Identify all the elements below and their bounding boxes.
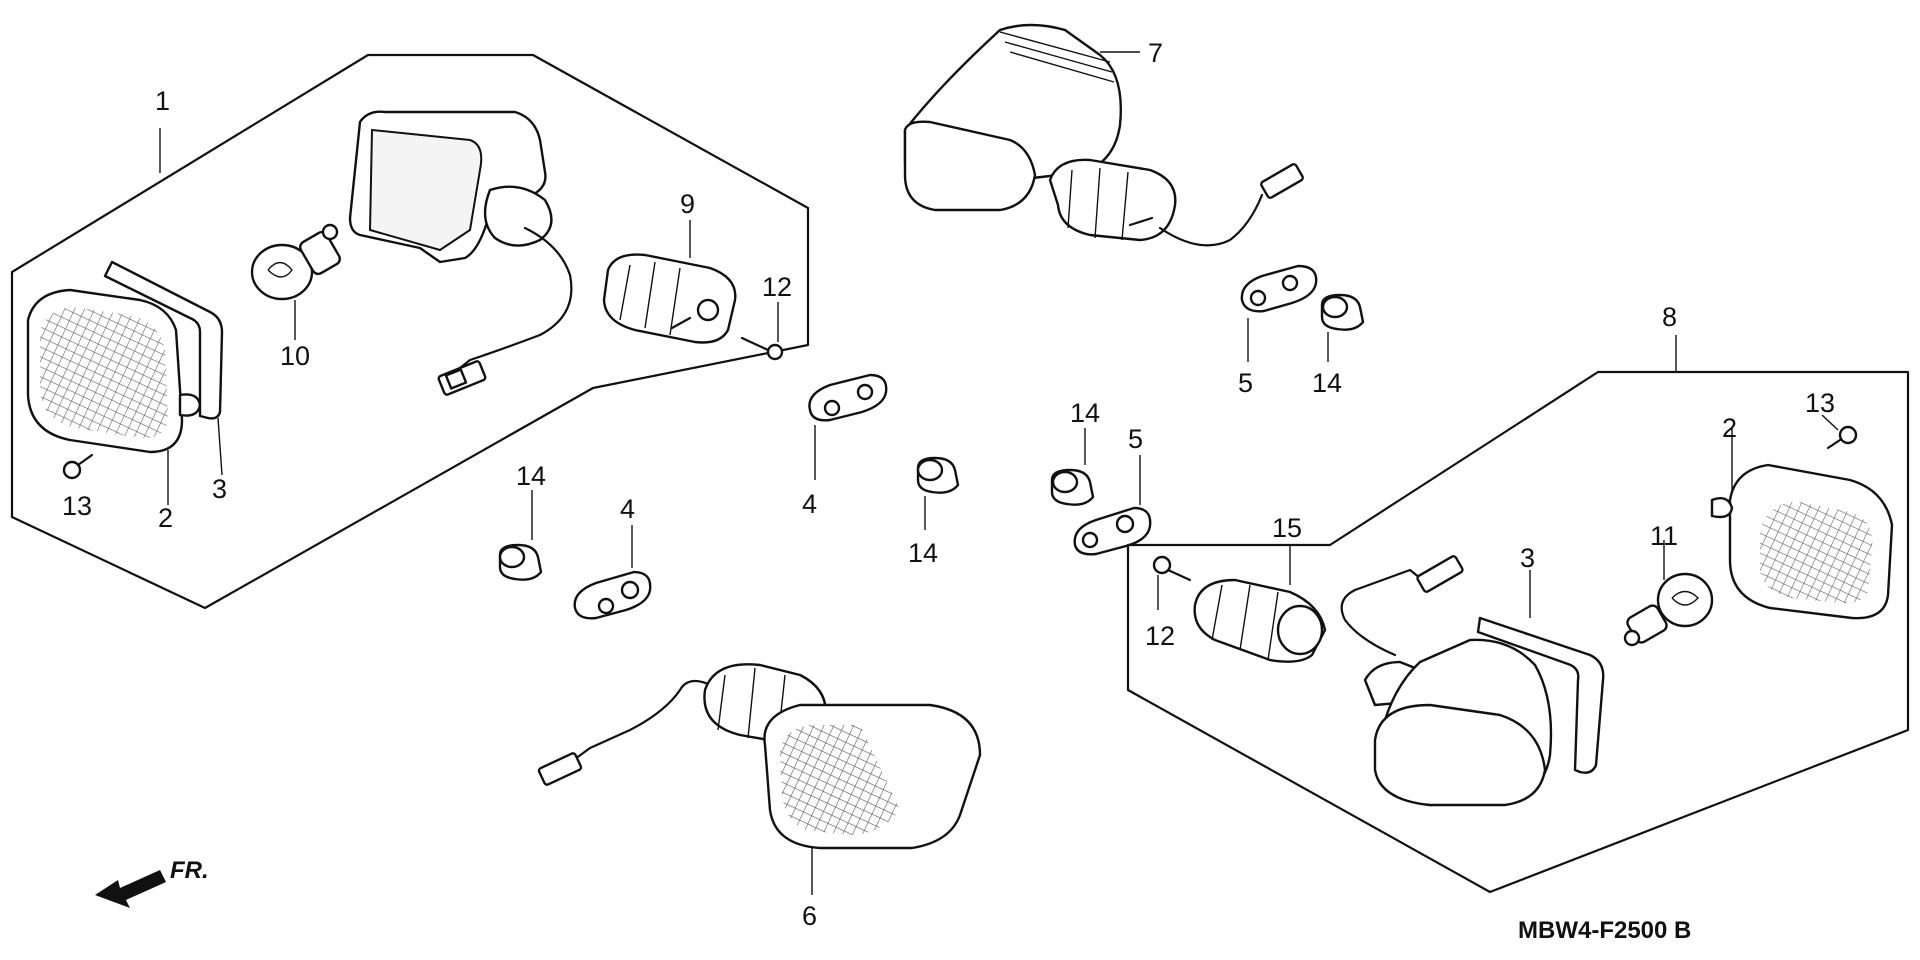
screw-12-right (1152, 555, 1192, 582)
nut-14-upper-right (1320, 293, 1365, 331)
leader-13-right (1821, 414, 1839, 431)
callout-12-right: 12 (1145, 621, 1175, 651)
callout-2-left: 2 (158, 503, 173, 533)
gasket-left (103, 260, 224, 420)
nut-14-center (916, 456, 960, 494)
plate-4-lower-left (573, 570, 652, 620)
plate-4-center (808, 373, 888, 422)
nut-14-mid-right (1050, 468, 1095, 506)
group-8-boundary (1126, 370, 1910, 894)
callout-13-left: 13 (62, 491, 92, 521)
housing-right (1340, 555, 1553, 807)
screw-12-left (740, 336, 784, 361)
leader-3-left (217, 417, 223, 476)
bulb-left (250, 223, 341, 301)
housing-left (348, 110, 573, 396)
screw-13-left (62, 453, 94, 480)
socket-9 (602, 253, 737, 344)
plate-5-mid (1073, 506, 1152, 556)
lens-right (1710, 463, 1894, 620)
callout-13-right: 13 (1805, 388, 1835, 418)
callout-15: 15 (1272, 513, 1302, 543)
callout-4-center: 4 (802, 489, 817, 519)
front-direction-arrow (95, 870, 166, 908)
screw-13-right (1826, 425, 1858, 450)
turn-signal-6 (537, 663, 982, 850)
callout-8: 8 (1662, 302, 1677, 332)
direction-label: FR. (170, 857, 209, 884)
callout-14-mid-right: 14 (1070, 398, 1100, 428)
callout-1: 1 (155, 86, 170, 116)
callout-10: 10 (280, 341, 310, 371)
callout-11: 11 (1650, 521, 1678, 551)
socket-15 (1193, 578, 1327, 663)
callout-5-upper: 5 (1238, 368, 1253, 398)
callout-12-left: 12 (762, 272, 792, 302)
callout-4-lower-left: 4 (620, 494, 635, 524)
callout-9: 9 (680, 189, 695, 219)
callout-3-left: 3 (212, 474, 227, 504)
bulb-right (1623, 572, 1714, 647)
group-1-boundary (10, 53, 810, 610)
gasket-right (1476, 616, 1605, 774)
callout-14-center: 14 (908, 538, 938, 568)
callout-7: 7 (1148, 38, 1163, 68)
callout-6: 6 (802, 901, 817, 931)
callout-5-mid: 5 (1128, 424, 1143, 454)
plate-5-upper (1240, 264, 1318, 313)
turn-signal-7 (903, 23, 1304, 247)
callout-3-right: 3 (1520, 543, 1535, 573)
callout-14-upper-right: 14 (1312, 368, 1342, 398)
diagram-code: MBW4-F2500 B (1518, 917, 1691, 944)
callout-14-lower-left: 14 (516, 461, 546, 491)
lens-left (26, 288, 202, 454)
nut-14-lower-left (498, 543, 543, 581)
callout-2-right: 2 (1722, 413, 1737, 443)
